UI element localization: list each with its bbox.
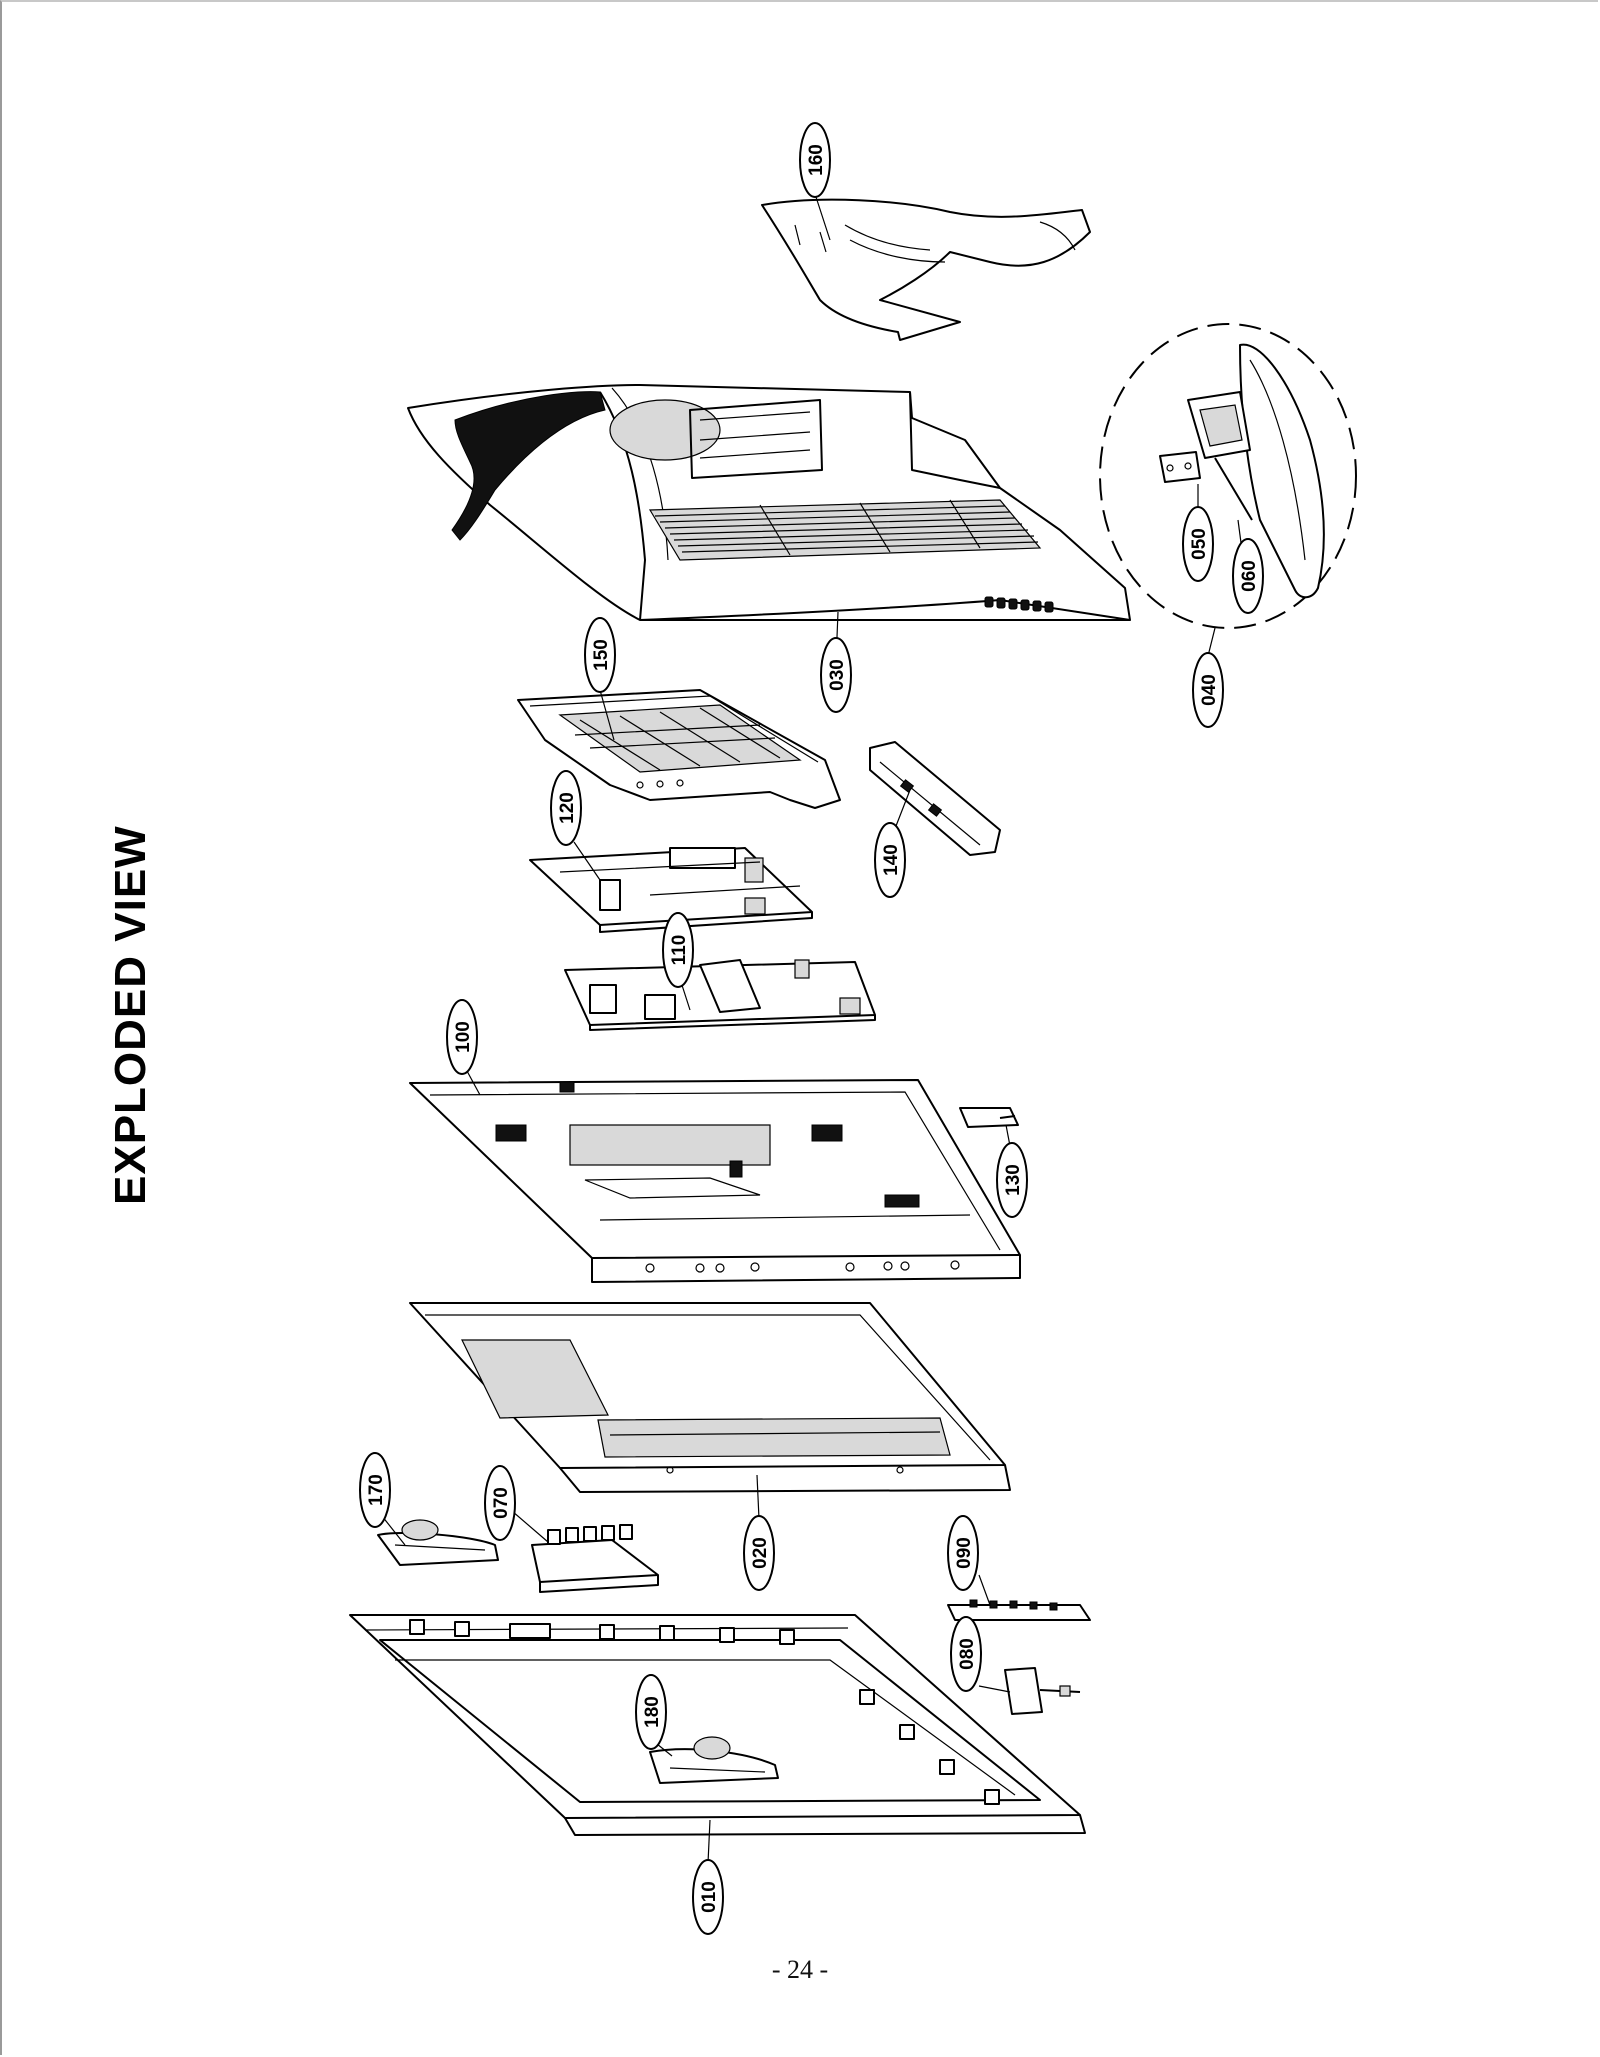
part-180-speaker: [649, 1736, 779, 1784]
svg-text:090: 090: [954, 1537, 975, 1569]
svg-text:180: 180: [642, 1696, 663, 1728]
svg-text:150: 150: [591, 639, 612, 671]
callout-100: 100: [446, 999, 478, 1075]
callout-170: 170: [359, 1452, 391, 1528]
svg-text:030: 030: [827, 659, 848, 691]
svg-text:100: 100: [453, 1021, 474, 1053]
callout-160: 160: [799, 122, 831, 198]
callout-140: 140: [874, 822, 906, 898]
svg-text:010: 010: [699, 1881, 720, 1913]
callout-060: 060: [1232, 538, 1264, 614]
svg-text:110: 110: [669, 935, 690, 966]
svg-text:050: 050: [1189, 528, 1210, 560]
callout-030: 030: [820, 637, 852, 713]
part-090-key-board: [947, 1599, 1091, 1621]
callout-130: 130: [996, 1142, 1028, 1218]
svg-text:060: 060: [1239, 560, 1260, 592]
callout-180: 180: [635, 1674, 667, 1750]
part-020-lcd-panel: [409, 1302, 1011, 1493]
leader-lines: [381, 196, 1244, 1864]
svg-text:130: 130: [1003, 1164, 1024, 1196]
callout-150: 150: [584, 617, 616, 693]
part-080-ir-board: [1004, 1667, 1081, 1715]
svg-text:120: 120: [557, 792, 578, 824]
part-140-bracket: [869, 741, 1001, 856]
part-030-back-cover: [407, 384, 1131, 621]
part-130-small-board: [959, 1107, 1019, 1128]
callout-010: 010: [692, 1859, 724, 1935]
part-150-shield: [517, 689, 841, 809]
part-120-main-board: [529, 847, 813, 933]
callout-020: 020: [743, 1515, 775, 1591]
callout-050: 050: [1182, 506, 1214, 582]
callout-040: 040: [1192, 652, 1224, 728]
part-010-front-cabinet: [349, 1614, 1086, 1836]
front-cabinet-tabs: [409, 1619, 1000, 1805]
callout-110: 110: [662, 912, 694, 988]
svg-text:040: 040: [1199, 674, 1220, 706]
chassis-holes: [645, 1260, 960, 1273]
svg-text:080: 080: [957, 1638, 978, 1670]
callout-070: 070: [484, 1465, 516, 1541]
part-170-speaker: [377, 1519, 499, 1566]
callout-120: 120: [550, 770, 582, 846]
page-number: - 24 -: [771, 1955, 829, 1984]
part-040-stand-assembly: [1099, 323, 1357, 629]
vent-grille: [648, 499, 1042, 561]
part-110-power-board: [564, 959, 876, 1031]
callout-080: 080: [950, 1616, 982, 1692]
svg-text:070: 070: [491, 1487, 512, 1519]
back-cover-buttons: [984, 596, 1054, 613]
callout-090: 090: [947, 1515, 979, 1591]
svg-text:170: 170: [366, 1474, 387, 1506]
part-070-av-jack-board: [531, 1524, 659, 1593]
svg-text:160: 160: [806, 144, 827, 176]
svg-text:140: 140: [881, 844, 902, 876]
part-160-neck-cover: [761, 198, 1091, 341]
svg-text:020: 020: [750, 1537, 771, 1569]
part-100-chassis: [409, 1079, 1021, 1283]
